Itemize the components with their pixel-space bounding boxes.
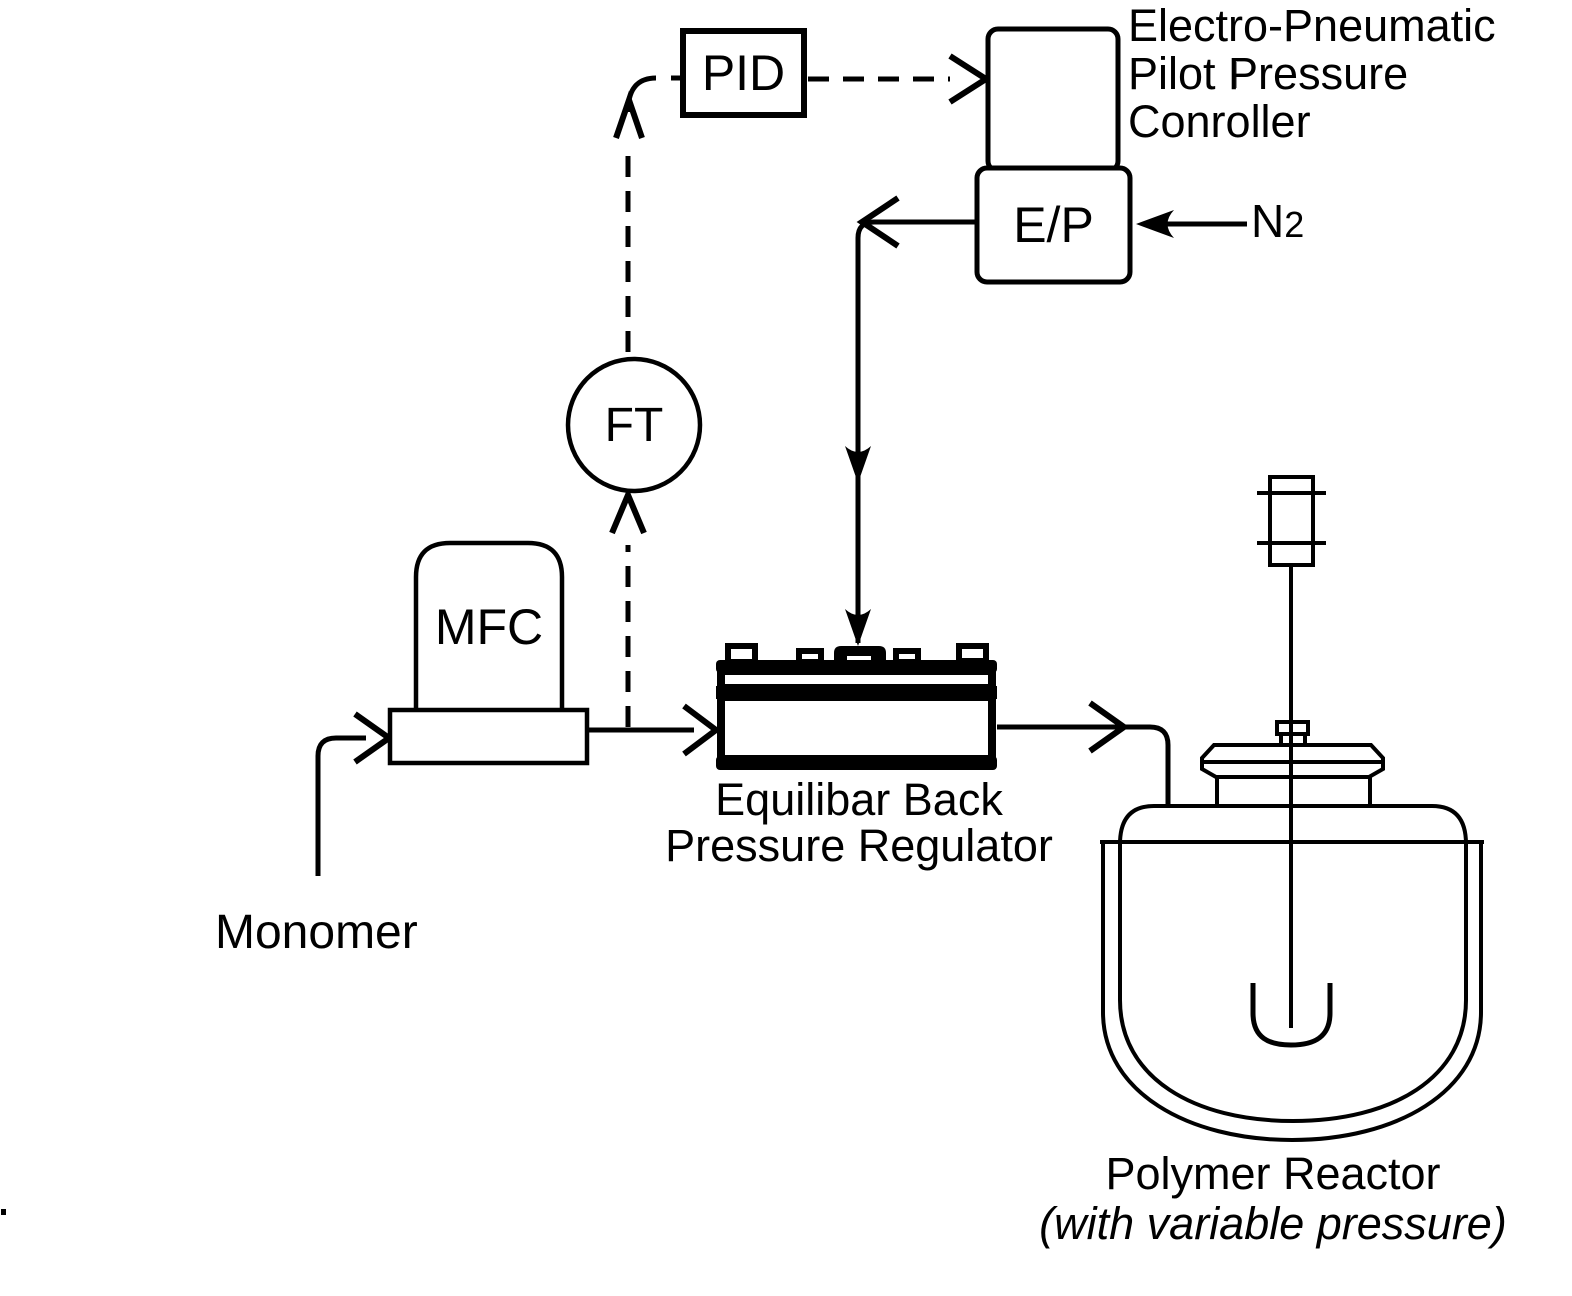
outlet-line-path	[997, 724, 1171, 804]
pilot-pressure-line	[845, 195, 977, 646]
flow-transmitter-label: FT	[604, 398, 664, 452]
pid-label: PID	[701, 45, 786, 101]
reactor-inner-vessel	[1118, 804, 1468, 1124]
n2-symbol: N	[1251, 195, 1285, 247]
arrowhead-down-mid	[845, 446, 871, 483]
monomer-label: Monomer	[215, 906, 418, 959]
pilot-controller-label-line1: Electro-Pneumatic	[1128, 0, 1496, 51]
arrowhead-left-into-ep	[1136, 210, 1174, 238]
regulator-label-line1: Equilibar Back	[715, 774, 1003, 825]
monomer-feed-line	[315, 711, 395, 876]
pilot-controller-label-line3: Conroller	[1128, 96, 1311, 147]
n2-label: N2	[1251, 194, 1304, 248]
mfc-body	[413, 540, 565, 710]
pilot-line-path	[855, 219, 977, 643]
monomer-line-path	[315, 735, 366, 876]
regulator-upper-band	[717, 667, 996, 692]
arrowhead-right-into-controller	[948, 53, 992, 105]
ep-box	[974, 165, 1133, 285]
text-artifact	[1234, 62, 1237, 88]
feedback-signal-dashed-line	[609, 53, 992, 727]
reactor-label: Polymer Reactor (with variable pressure)	[1022, 1149, 1524, 1249]
reactor-label-line2: (with variable pressure)	[1039, 1198, 1507, 1249]
regulator-bolt-1	[725, 643, 758, 665]
flow-transmitter-circle	[565, 356, 703, 494]
regulator-outlet-line	[997, 700, 1171, 804]
stray-mark	[1, 1209, 6, 1215]
n2-supply-line	[1136, 210, 1247, 238]
reactor-label-line1: Polymer Reactor	[1105, 1148, 1441, 1199]
polymer-reactor-symbol	[1100, 475, 1484, 1143]
back-pressure-regulator-symbol	[716, 643, 997, 770]
regulator-label-line2: Pressure Regulator	[665, 820, 1053, 871]
arrowhead-left-at-corner	[856, 195, 900, 249]
pilot-controller-box	[985, 26, 1121, 174]
arrowhead-right-to-reactor	[1088, 700, 1130, 754]
regulator-bottom-cap	[716, 756, 997, 770]
ep-label: E/P	[1013, 197, 1094, 253]
stirrer-motor	[1268, 475, 1315, 567]
arrowhead-right-into-regulator	[682, 703, 721, 757]
regulator-center-port-slit	[847, 656, 871, 660]
mfc-label: MFC	[434, 599, 544, 655]
regulator-bolt-4	[956, 643, 989, 664]
mfc-outlet-line	[587, 703, 721, 757]
pid-box	[680, 28, 807, 118]
regulator-lower-body	[717, 693, 996, 763]
pilot-controller-label: Electro-Pneumatic Pilot Pressure Conroll…	[1128, 2, 1496, 146]
pilot-controller-label-line2: Pilot Pressure	[1128, 48, 1409, 99]
dashed-line-corner	[625, 75, 657, 113]
arrowhead-up-into-ft	[609, 487, 647, 535]
mfc-base	[387, 707, 590, 766]
regulator-label: Equilibar Back Pressure Regulator	[658, 777, 1060, 869]
n2-subscript: 2	[1284, 204, 1305, 245]
arrowhead-down-into-regulator	[845, 609, 871, 646]
reactor-outer-jacket	[1101, 842, 1483, 1143]
stirrer-impeller	[1250, 983, 1333, 1048]
